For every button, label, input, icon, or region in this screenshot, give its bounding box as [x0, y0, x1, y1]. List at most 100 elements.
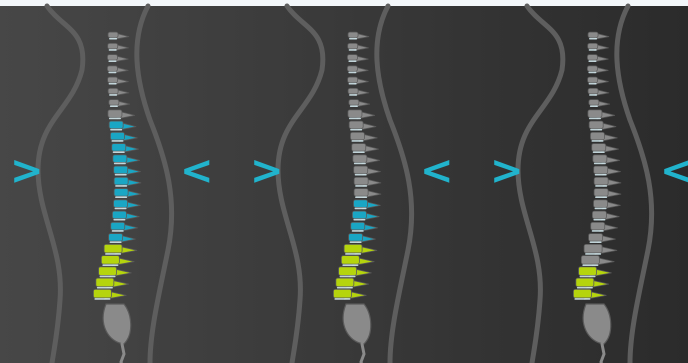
intervertebral-disc [94, 298, 110, 300]
intervertebral-disc [589, 118, 601, 120]
vertebral-body [354, 177, 368, 185]
intervertebral-disc [113, 151, 125, 153]
vertebral-body [93, 289, 111, 298]
right-chevron: < [420, 148, 454, 194]
intervertebral-disc [342, 264, 358, 266]
intervertebral-disc [112, 230, 124, 232]
intervertebral-disc [589, 49, 597, 51]
intervertebral-disc [340, 276, 356, 278]
vertebral-body [108, 110, 122, 118]
vertebral-body [107, 66, 117, 72]
vertebral-body [576, 278, 594, 287]
vertebral-body [333, 289, 351, 298]
vertebral-body [348, 77, 358, 83]
vertebral-body [349, 100, 359, 106]
vertebral-body [99, 267, 117, 276]
vertebral-body [354, 200, 368, 208]
vertebral-body [107, 55, 117, 61]
intervertebral-disc [355, 174, 367, 176]
intervertebral-disc [594, 163, 606, 165]
vertebral-body [341, 256, 359, 265]
intervertebral-disc [349, 118, 361, 120]
intervertebral-disc [109, 38, 117, 40]
intervertebral-disc [97, 287, 113, 289]
intervertebral-disc [348, 72, 356, 74]
intervertebral-disc [577, 287, 593, 289]
vertebral-body [351, 222, 365, 230]
vertebral-body [353, 155, 367, 163]
vertebral-body [347, 55, 357, 61]
intervertebral-disc [102, 264, 118, 266]
vertebral-body [588, 32, 598, 38]
intervertebral-disc [595, 185, 607, 187]
intervertebral-disc [595, 196, 607, 198]
vertebral-body [350, 132, 364, 140]
intervertebral-disc [590, 241, 602, 243]
vertebral-body [96, 278, 114, 287]
vertebral-body [348, 32, 358, 38]
vertebral-body [112, 211, 126, 219]
vertebral-body [114, 189, 128, 197]
vertebral-body [352, 211, 366, 219]
vertebral-body [581, 256, 599, 265]
vertebral-body [349, 234, 363, 242]
intervertebral-disc [109, 49, 117, 51]
intervertebral-disc [348, 60, 356, 62]
vertebral-body [348, 110, 362, 118]
vertebral-body [114, 177, 128, 185]
intervertebral-disc [113, 219, 125, 221]
intervertebral-disc [350, 105, 358, 107]
vertebral-body [347, 66, 357, 72]
vertebral-body [112, 144, 126, 152]
intervertebral-disc [337, 287, 353, 289]
intervertebral-disc [109, 118, 121, 120]
intervertebral-disc [593, 219, 605, 221]
vertebral-body [579, 267, 597, 276]
intervertebral-disc [589, 94, 597, 96]
vertebral-body [594, 166, 608, 174]
intervertebral-disc [109, 83, 117, 85]
intervertebral-disc [354, 163, 366, 165]
left-chevron: > [250, 148, 284, 194]
intervertebral-disc [115, 208, 127, 210]
intervertebral-disc [589, 38, 597, 40]
vertebral-body [109, 234, 123, 242]
intervertebral-disc [109, 94, 117, 96]
vertebral-body [587, 55, 597, 61]
vertebral-body [588, 43, 598, 49]
vertebral-body [354, 189, 368, 197]
intervertebral-disc [351, 140, 363, 142]
intervertebral-disc [593, 151, 605, 153]
vertebral-body [594, 189, 608, 197]
intervertebral-disc [574, 298, 590, 300]
vertebral-body [108, 43, 118, 49]
vertebral-body [594, 200, 608, 208]
left-chevron: > [490, 148, 524, 194]
intervertebral-disc [588, 72, 596, 74]
vertebral-body [110, 132, 124, 140]
vertebral-body [336, 278, 354, 287]
intervertebral-disc [114, 163, 126, 165]
intervertebral-disc [111, 140, 123, 142]
intervertebral-disc [349, 94, 357, 96]
vertebral-body [354, 166, 368, 174]
vertebral-body [588, 77, 598, 83]
vertebral-body [108, 88, 118, 94]
intervertebral-disc [589, 83, 597, 85]
vertebral-body [109, 121, 123, 129]
intervertebral-disc [345, 253, 361, 255]
vertebral-body [348, 88, 358, 94]
intervertebral-disc [353, 219, 365, 221]
intervertebral-disc [334, 298, 350, 300]
vertebral-body [589, 100, 599, 106]
intervertebral-disc [582, 264, 598, 266]
intervertebral-disc [110, 241, 122, 243]
intervertebral-disc [115, 196, 127, 198]
vertebral-body [108, 77, 118, 83]
vertebral-body [349, 121, 363, 129]
intervertebral-disc [355, 208, 367, 210]
right-chevron: < [180, 148, 214, 194]
vertebral-body [588, 110, 602, 118]
